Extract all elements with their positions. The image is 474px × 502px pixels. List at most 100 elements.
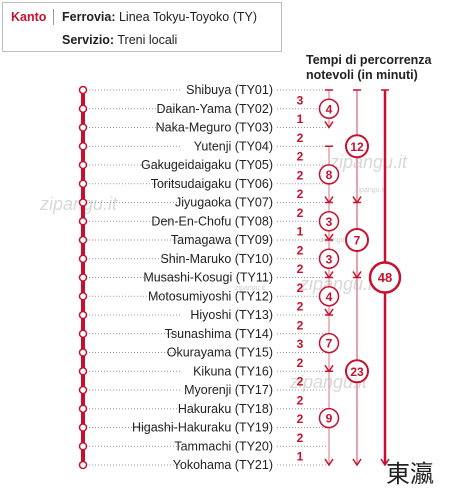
range-time: 12 — [350, 140, 364, 154]
station-dot — [78, 292, 88, 301]
segment-time: 3 — [297, 337, 304, 351]
station-dot — [78, 198, 88, 207]
segment-time: 2 — [297, 131, 304, 145]
segment-time: 1 — [297, 225, 304, 239]
station-name: Myorenji (TY17) — [184, 383, 273, 397]
station-name: Toritsudaigaku (TY06) — [151, 177, 273, 191]
range-circle — [318, 164, 340, 185]
station-dot — [78, 179, 88, 188]
station-dot — [78, 310, 88, 320]
segment-time: 2 — [297, 412, 304, 426]
range-arrow — [324, 121, 334, 129]
segment-time: 1 — [297, 450, 304, 464]
service-value: Treni locali — [117, 33, 178, 47]
segment-time: 2 — [297, 356, 304, 370]
range-circle — [368, 261, 402, 294]
range-time: 9 — [326, 412, 333, 426]
range-time: 4 — [326, 102, 333, 116]
header-separator — [53, 9, 54, 25]
segment-time: 2 — [297, 281, 304, 295]
line-row: Ferrovia: Linea Tokyu-Toyoko (TY) — [62, 10, 257, 24]
station-dot — [78, 142, 88, 151]
segment-time: 2 — [297, 431, 304, 445]
segment-time: 2 — [297, 300, 304, 314]
station-name: Tsunashima (TY14) — [165, 327, 273, 341]
watermark-text: zipangu.it — [299, 274, 378, 294]
station-name: Gakugeidaigaku (TY05) — [141, 158, 273, 172]
station-name: Daikan-Yama (TY02) — [157, 102, 273, 116]
station-dot — [78, 404, 88, 413]
station-dot — [78, 217, 88, 226]
station-name: Jiyugaoka (TY07) — [175, 196, 273, 210]
line-value: Linea Tokyu-Toyoko (TY) — [118, 10, 258, 24]
station-dot — [78, 385, 88, 395]
range-time: 7 — [326, 337, 333, 351]
range-circle — [318, 332, 340, 354]
station-name: Shin-Maruko (TY10) — [160, 252, 273, 266]
range-circle — [318, 211, 340, 232]
station-name: Motosumiyoshi (TY12) — [148, 289, 273, 303]
station-name: Yutenji (TY04) — [194, 139, 273, 153]
region-name: Kanto — [11, 10, 47, 24]
service-row: Servizio: Treni locali — [62, 33, 177, 47]
header-box: Kanto Ferrovia: Linea Tokyu-Toyoko (TY) … — [2, 2, 282, 52]
segment-time: 1 — [297, 112, 304, 126]
range-arrow — [352, 458, 362, 467]
station-dot — [78, 423, 88, 432]
station-name: Musashi-Kosugi (TY11) — [143, 271, 273, 285]
station-name: Okurayama (TY15) — [167, 346, 273, 360]
station-dot — [78, 160, 88, 170]
service-label: Servizio: — [62, 33, 115, 47]
range-circle — [318, 98, 340, 119]
station-dot — [78, 273, 88, 282]
segment-time: 2 — [297, 206, 304, 220]
segment-time: 2 — [297, 375, 304, 389]
station-dot — [78, 85, 88, 95]
segment-time: 2 — [297, 150, 304, 164]
station-dot — [78, 348, 88, 357]
range-time: 8 — [326, 168, 333, 182]
range-circle — [318, 407, 340, 429]
station-dot — [78, 442, 88, 451]
station-dot — [78, 123, 88, 132]
range-time: 3 — [326, 252, 333, 266]
segment-time: 2 — [297, 393, 304, 407]
station-dot — [78, 460, 88, 470]
station-name: Hiyoshi (TY13) — [190, 308, 273, 322]
range-circle — [318, 248, 340, 269]
line-label: Ferrovia: — [62, 10, 116, 24]
legend: Tempi di percorrenza notevoli (in minuti… — [306, 53, 466, 83]
range-time: 23 — [350, 365, 364, 379]
station-name: Higashi-Hakuraku (TY19) — [132, 421, 273, 435]
legend-line-1: Tempi di percorrenza — [306, 53, 432, 67]
range-circle — [318, 286, 340, 307]
station-name: Hakuraku (TY18) — [178, 402, 273, 416]
station-name: Kikuna (TY16) — [193, 364, 273, 378]
segment-time: 2 — [297, 187, 304, 201]
station-dot — [78, 367, 88, 376]
segment-time: 2 — [297, 168, 304, 182]
range-time: 48 — [378, 270, 392, 285]
watermark-text: zipangu.it — [320, 237, 350, 244]
station-name: Tamagawa (TY09) — [171, 233, 273, 247]
range-arrow — [380, 458, 390, 467]
range-time: 3 — [326, 215, 333, 229]
station-dot — [78, 329, 88, 338]
range-circle — [345, 359, 369, 384]
station-name: Yokohama (TY21) — [173, 458, 273, 472]
station-name: Naka-Meguro (TY03) — [156, 121, 273, 135]
station-dot — [78, 235, 88, 245]
watermark-text: zipangu.it — [235, 285, 265, 292]
segment-time: 2 — [297, 243, 304, 257]
range-arrow — [324, 458, 334, 467]
station-name: Shibuya (TY01) — [186, 83, 273, 97]
segment-time: 2 — [297, 318, 304, 332]
station-name: Den-En-Chofu (TY08) — [151, 214, 273, 228]
station-name: Tammachi (TY20) — [174, 439, 273, 453]
segment-time: 3 — [297, 93, 304, 107]
watermark-text: zipangu.it — [355, 187, 385, 194]
range-circle — [345, 228, 369, 252]
segment-time: 2 — [297, 262, 304, 276]
legend-line-2: notevoli (in minuti) — [306, 68, 418, 82]
